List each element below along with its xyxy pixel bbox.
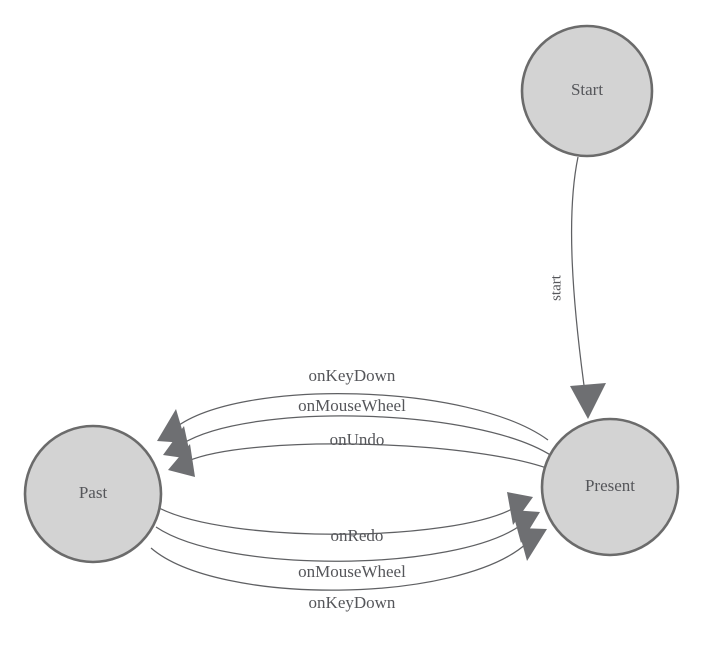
node-past-label: Past [79, 483, 108, 502]
edge-past-to-present-keydown-arrowhead [518, 528, 547, 561]
edge-present-to-past-mousewheel-path [181, 415, 553, 457]
node-start[interactable]: Start [520, 24, 654, 158]
edge-present-to-past-undo-arrowhead [168, 444, 195, 477]
edge-past-to-present-keydown-path [150, 542, 528, 591]
node-start-label: Start [571, 80, 603, 99]
edge-past-to-present-keydown[interactable]: onKeyDown [150, 528, 547, 612]
edge-present-to-past-mousewheel-arrowhead [163, 426, 191, 459]
edge-present-to-past-mousewheel[interactable]: onMouseWheel [163, 396, 553, 459]
edge-past-to-present-keydown-label: onKeyDown [309, 593, 396, 612]
edge-past-to-present-redo[interactable]: onRedo [158, 492, 533, 545]
edge-present-to-past-mousewheel-label: onMouseWheel [298, 396, 406, 415]
edge-present-to-past-undo-label: onUndo [330, 430, 385, 449]
node-present-label: Present [585, 476, 635, 495]
node-start-circle [520, 24, 654, 158]
edge-past-to-present-redo-label: onRedo [331, 526, 384, 545]
edge-past-to-present-redo-arrowhead [507, 492, 533, 525]
node-present[interactable]: Present [540, 417, 680, 557]
node-present-circle [540, 417, 680, 557]
edge-present-to-past-undo-path [187, 443, 558, 473]
edge-past-to-present-mousewheel-label: onMouseWheel [298, 562, 406, 581]
edge-start-to-present[interactable]: start [548, 156, 606, 419]
edge-past-to-present-redo-path [158, 507, 515, 535]
edge-past-to-present-mousewheel[interactable]: onMouseWheel [155, 510, 540, 581]
node-past-circle [23, 424, 163, 564]
edge-present-to-past-keydown-label: onKeyDown [309, 366, 396, 385]
edge-start-to-present-arrowhead [570, 383, 606, 419]
edge-present-to-past-undo[interactable]: onUndo [168, 430, 558, 477]
edge-start-to-present-path [570, 156, 587, 401]
node-past[interactable]: Past [23, 424, 163, 564]
edge-present-to-past-keydown-path [174, 393, 549, 441]
edge-past-to-present-mousewheel-path [155, 524, 522, 562]
edge-past-to-present-mousewheel-arrowhead [512, 510, 540, 543]
edge-start-to-present-label: start [548, 274, 564, 301]
